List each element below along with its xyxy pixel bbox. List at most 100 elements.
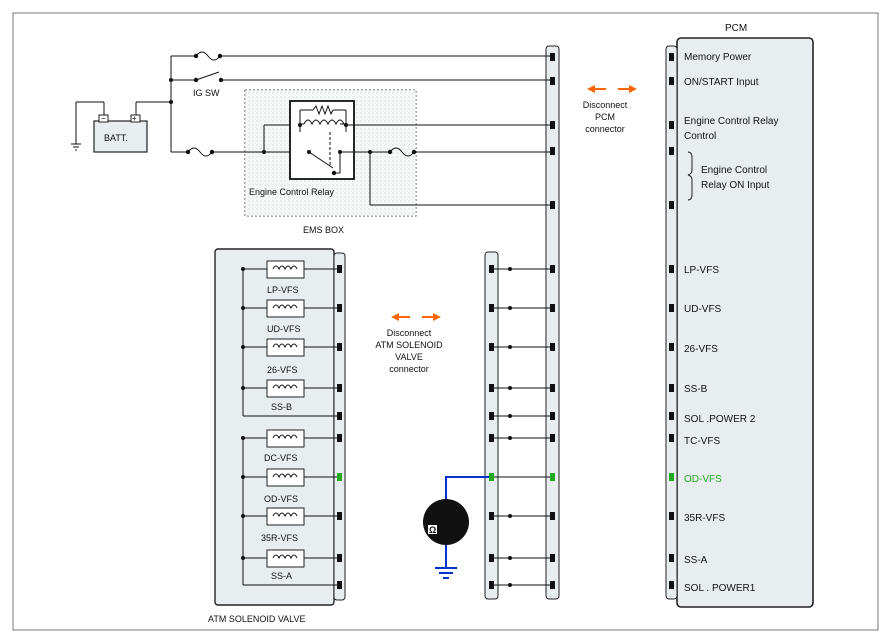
solenoid-coil-icon xyxy=(266,260,305,279)
pcm-harness-connector xyxy=(545,45,560,600)
atm-connector-label: VALVE xyxy=(395,352,423,362)
pcm-pin-label: SS-A xyxy=(684,555,708,566)
svg-text:Ω: Ω xyxy=(429,525,436,535)
pcm-pin-label: Engine Control xyxy=(701,165,767,176)
atm-pin xyxy=(337,554,342,562)
harness-pin xyxy=(550,581,555,589)
atm-pin xyxy=(337,265,342,273)
ohmmeter-icon xyxy=(423,499,469,545)
pcm-connector-strip xyxy=(665,45,678,600)
atm-harness-connector xyxy=(484,251,499,600)
solenoid-label: 26-VFS xyxy=(267,365,298,375)
pcm-pin xyxy=(669,412,674,420)
atm-disconnect-arrows xyxy=(391,313,441,321)
ems-box-label: EMS BOX xyxy=(303,225,344,235)
atm-solenoid-valve-label: ATM SOLENOID VALVE xyxy=(208,614,306,624)
pcm-pin xyxy=(669,473,674,481)
pcm-pin xyxy=(669,434,674,442)
wire-junction xyxy=(508,583,512,587)
atm-pin xyxy=(337,384,342,392)
harness-pin xyxy=(550,343,555,351)
diagram-frame xyxy=(12,12,879,631)
pcm-pin-label: LP-VFS xyxy=(684,265,719,276)
relay-coil-icon xyxy=(299,104,347,165)
wire-junction xyxy=(508,267,512,271)
brace-icon xyxy=(687,151,693,201)
engine-control-relay xyxy=(289,100,355,180)
ground-icon xyxy=(435,567,457,579)
solenoid-coil-icon xyxy=(266,299,305,318)
harness-pin xyxy=(550,147,555,155)
atm-pin xyxy=(337,512,342,520)
pcm-pin xyxy=(669,384,674,392)
pcm-pin-label: TC-VFS xyxy=(684,436,720,447)
atm-connector-label: connector xyxy=(389,364,429,374)
harness-pin xyxy=(550,512,555,520)
pcm-pin xyxy=(669,581,674,589)
harness-pin xyxy=(550,434,555,442)
fuse-icon xyxy=(187,147,213,157)
atm-pin xyxy=(337,581,342,589)
atm-connector-label: ATM SOLENOID xyxy=(375,340,443,350)
solenoid-coil-icon xyxy=(266,549,305,568)
pcm-pin xyxy=(669,53,674,61)
solenoid-coil-icon xyxy=(266,338,305,357)
pcm-pin xyxy=(669,304,674,312)
wire-junction xyxy=(508,556,512,560)
harness-pin xyxy=(550,384,555,392)
solenoid-coil-icon xyxy=(266,379,305,398)
atm-harness-pin xyxy=(489,473,494,481)
ohmmeter-probe: Ω xyxy=(423,476,489,579)
pcm-pin xyxy=(669,147,674,155)
wire-junction xyxy=(508,386,512,390)
pcm-connector-label: PCM xyxy=(595,112,615,122)
pcm-pin-label: Control xyxy=(684,131,716,142)
solenoid-coil-icon xyxy=(266,429,305,448)
pcm-pin-label: Relay ON Input xyxy=(701,180,770,191)
harness-pin xyxy=(550,412,555,420)
atm-harness-pin xyxy=(489,554,494,562)
fuse-icon xyxy=(389,147,415,157)
atm-harness-pin xyxy=(489,434,494,442)
pcm-pin-label: SOL . POWER1 xyxy=(684,583,756,594)
pcm-pin xyxy=(669,343,674,351)
harness-pin xyxy=(550,473,555,481)
pcm-pin-label: 35R-VFS xyxy=(684,513,725,524)
pcm-pin-label: SS-B xyxy=(684,384,708,395)
pcm-disconnect-arrows xyxy=(587,85,637,93)
battery-label: BATT. xyxy=(104,133,128,143)
svg-text:+: + xyxy=(132,114,137,123)
atm-harness-pin xyxy=(489,343,494,351)
pcm-pin xyxy=(669,512,674,520)
atm-connector-label: Disconnect xyxy=(387,328,432,338)
atm-harness-pin xyxy=(489,581,494,589)
atm-pin xyxy=(337,434,342,442)
atm-harness-pin xyxy=(489,412,494,420)
ig-sw-label: IG SW xyxy=(193,88,220,98)
pcm-pin-label: Memory Power xyxy=(684,52,752,63)
pcm-pin-label: 26-VFS xyxy=(684,344,718,355)
atm-pin xyxy=(337,304,342,312)
atm-pin xyxy=(337,473,342,481)
relay-label: Engine Control Relay xyxy=(249,187,335,197)
harness-pin xyxy=(550,201,555,209)
atm-pin xyxy=(337,343,342,351)
pcm-connector-label: connector xyxy=(585,124,625,134)
atm-pin xyxy=(337,412,342,420)
harness-pin xyxy=(550,265,555,273)
pcm-connector-label: Disconnect xyxy=(583,100,628,110)
solenoid-coil-icon xyxy=(266,468,305,487)
solenoid-label: 35R-VFS xyxy=(261,533,298,543)
atm-solenoid-connector xyxy=(333,252,346,601)
pcm-pin xyxy=(669,554,674,562)
solenoid-label: SS-B xyxy=(271,402,292,412)
solenoid-label: LP-VFS xyxy=(267,285,299,295)
wire-junction xyxy=(508,436,512,440)
ground-icon xyxy=(71,143,81,151)
svg-text:−: − xyxy=(101,114,106,123)
ig-switch-icon xyxy=(195,71,220,81)
harness-pin xyxy=(550,77,555,85)
solenoid-label: SS-A xyxy=(271,571,292,581)
pcm-pin xyxy=(669,121,674,129)
